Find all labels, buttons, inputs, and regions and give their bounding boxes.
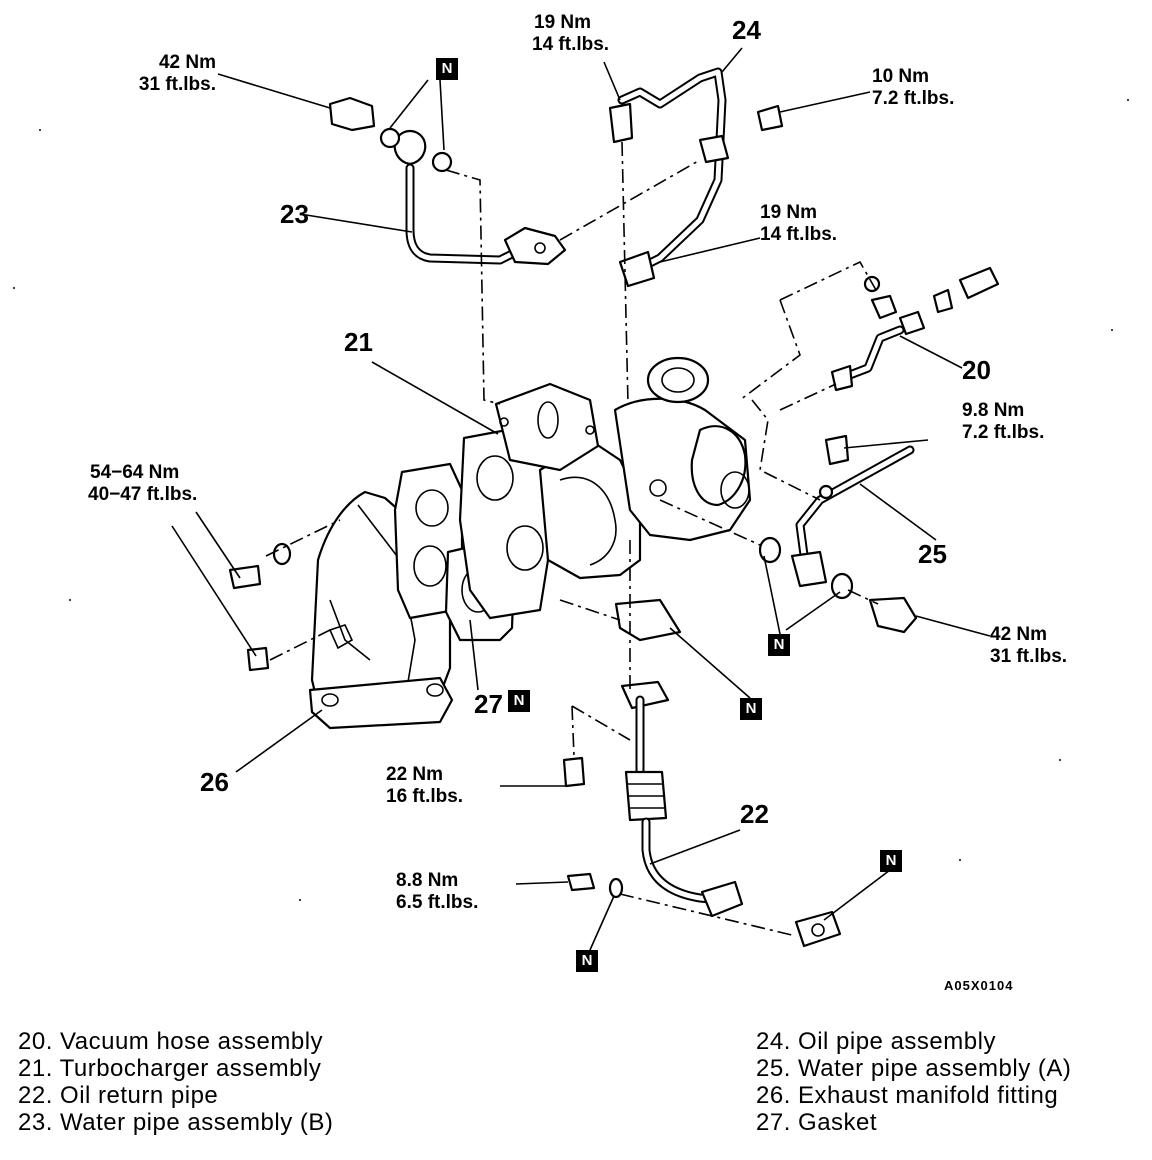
callout-20: 20 <box>962 355 991 385</box>
legend-item: 20. Vacuum hose assembly <box>18 1028 324 1055</box>
callout-23: 23 <box>280 199 309 229</box>
callout-22: 22 <box>740 799 769 829</box>
new-part-marker-oil-return-upper-gasket: N <box>740 698 762 720</box>
turbocharger-exploded-diagram <box>13 47 1129 951</box>
callout-27: 27 <box>474 689 503 719</box>
oil-return-pipe-drawing <box>228 542 842 948</box>
legend-item: 24. Oil pipe assembly <box>756 1028 996 1055</box>
leader-lines <box>171 47 991 951</box>
callout-24: 24 <box>732 15 761 45</box>
figure-code: A05X0104 <box>944 978 1014 993</box>
turbocharger-drawing <box>458 356 752 620</box>
new-part-marker-water-pipe-a-gaskets: N <box>768 634 790 656</box>
scan-specks <box>13 99 1129 901</box>
vacuum-hose-drawing <box>830 266 1000 392</box>
legend-left-column: 20. Vacuum hose assembly 21. Turbocharge… <box>18 1028 333 1136</box>
legend-item: 21. Turbocharger assembly <box>18 1055 322 1082</box>
legend-item: 22. Oil return pipe <box>18 1082 219 1109</box>
oil-pipe-drawing <box>608 67 784 288</box>
legend-right-column: 24. Oil pipe assembly 25. Water pipe ass… <box>756 1028 1071 1136</box>
legend-item: 26. Exhaust manifold fitting <box>756 1082 1059 1109</box>
new-part-marker-oil-return-washer: N <box>576 950 598 972</box>
new-part-marker-water-pipe-b-gaskets: N <box>436 58 458 80</box>
new-part-marker-oil-return-lower-gasket: N <box>880 850 902 872</box>
legend-item: 25. Water pipe assembly (A) <box>756 1055 1072 1082</box>
legend-item: 27. Gasket <box>756 1109 878 1136</box>
legend-item: 23. Water pipe assembly (B) <box>18 1109 334 1136</box>
callout-21: 21 <box>344 327 373 357</box>
callout-26: 26 <box>200 767 229 797</box>
water-pipe-b-drawing <box>328 96 567 266</box>
callout-25: 25 <box>918 539 947 569</box>
new-part-marker-gasket-27: N <box>508 690 530 712</box>
center-lines <box>265 141 879 937</box>
water-pipe-a-drawing <box>758 434 918 634</box>
